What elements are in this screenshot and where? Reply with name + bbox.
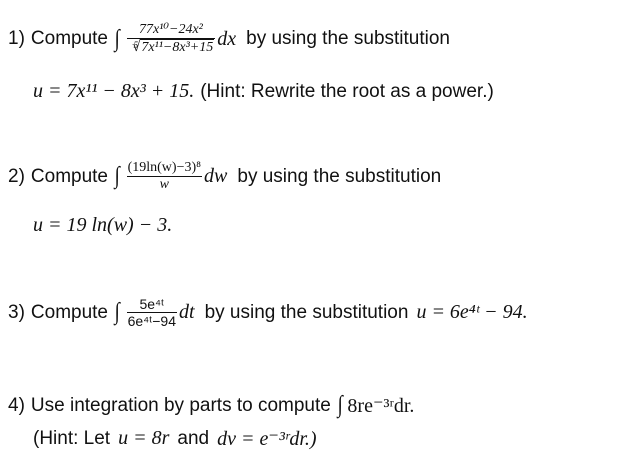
problem-1-line-2: u = 7x¹¹ − 8x³ + 15. (Hint: Rewrite the … — [33, 80, 494, 103]
problem-3-differential: dt — [179, 301, 195, 324]
problem-2-numerator: (19ln(w)−3)⁸ — [127, 160, 202, 175]
problem-1-suffix: by using the substitution — [246, 28, 450, 50]
problem-1-compute-label: Compute — [30, 28, 109, 50]
problem-3-compute-label: Compute — [30, 301, 109, 323]
problem-2-line-2: u = 19 ln(w) − 3. — [33, 214, 172, 237]
problem-2-fraction: (19ln(w)−3)⁸ w — [126, 160, 203, 193]
integral-sign: ∫ — [337, 392, 343, 418]
problem-4-hint-dv: dv = e⁻³ʳdr.) — [217, 428, 317, 450]
problem-2-suffix: by using the substitution — [237, 165, 442, 187]
problem-1-number: 1) — [8, 28, 25, 50]
problem-2-line-1: 2) Compute ∫ (19ln(w)−3)⁸ w dw by using … — [8, 160, 441, 193]
radical-icon: √ — [132, 39, 141, 56]
problem-3-number: 3) — [8, 301, 25, 323]
problem-1-radicand: 7x¹¹−8x³+15 — [140, 39, 215, 56]
problem-1-denominator: 5 √ 7x¹¹−8x³+15 — [127, 39, 216, 56]
problem-4-line-1: 4) Use integration by parts to compute ∫… — [8, 392, 414, 419]
problem-3-fraction: 5e⁴ᵗ 6e⁴ᵗ−94 — [126, 296, 178, 330]
problem-1-line-1: 1) Compute ∫ 77x¹⁰−24x² 5 √ 7x¹¹−8x³+15 … — [8, 22, 450, 56]
integral-sign: ∫ — [114, 299, 120, 326]
root-index: 5 — [133, 40, 139, 51]
problem-3-numerator: 5e⁴ᵗ — [139, 296, 165, 312]
problem-1-numerator: 77x¹⁰−24x² — [138, 22, 203, 37]
problem-3-denominator: 6e⁴ᵗ−94 — [127, 313, 177, 330]
problem-4-hint-and: and — [177, 427, 210, 449]
problem-1-hint: (Hint: Rewrite the root as a power.) — [200, 80, 494, 102]
problem-4-line-2: (Hint: Let u = 8r and dv = e⁻³ʳdr.) — [33, 426, 317, 451]
fraction-bar — [126, 176, 203, 178]
problem-3-line-1: 3) Compute ∫ 5e⁴ᵗ 6e⁴ᵗ−94 dt by using th… — [8, 296, 528, 329]
integral-sign: ∫ — [114, 25, 120, 52]
problem-2-compute-label: Compute — [30, 165, 109, 187]
integral-sign: ∫ — [114, 163, 120, 190]
problem-4-hint-u: u = 8r — [118, 427, 170, 449]
fraction-bar — [126, 38, 216, 40]
problem-2-differential: dw — [204, 165, 228, 188]
problem-2-number: 2) — [8, 165, 25, 187]
problem-4-integrand: 8re⁻³ʳdr. — [347, 395, 415, 417]
problem-1-differential: dx — [217, 27, 237, 50]
fraction-bar — [126, 312, 178, 314]
problem-4-number: 4) — [8, 394, 25, 416]
problem-2-denominator: w — [159, 177, 169, 193]
problem-2-substitution: u = 19 ln(w) − 3. — [33, 214, 173, 236]
problem-3-suffix: by using the substitution — [204, 301, 409, 323]
problem-1-substitution: u = 7x¹¹ − 8x³ + 15. — [33, 80, 195, 102]
problem-3-substitution: u = 6e⁴ᵗ − 94. — [416, 301, 528, 324]
problem-4-text: Use integration by parts to compute — [30, 394, 331, 416]
problem-4-hint-prefix: (Hint: Let — [33, 427, 111, 449]
problem-1-fraction: 77x¹⁰−24x² 5 √ 7x¹¹−8x³+15 — [126, 22, 216, 56]
